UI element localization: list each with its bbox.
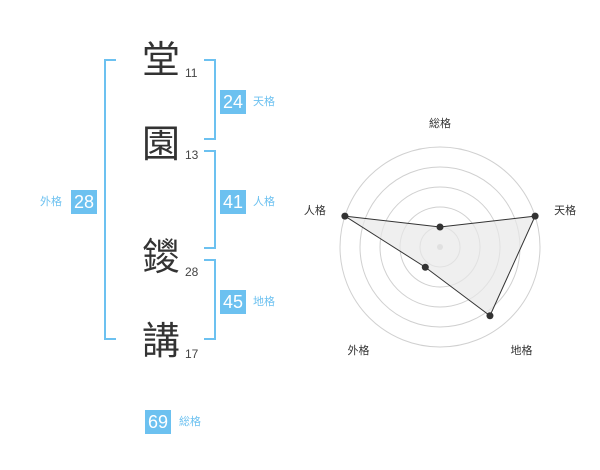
tenkaku-value-badge: 24 — [220, 90, 247, 114]
radar-axis-label-2: 天格 — [554, 203, 576, 217]
radar-point-3 — [486, 312, 494, 320]
radar-point-5 — [341, 212, 349, 220]
soukaku-label: 総格 — [179, 415, 201, 428]
gaikaku-bracket — [104, 59, 116, 340]
radar-point-4 — [421, 263, 429, 271]
radar-axis-label-5: 人格 — [304, 203, 326, 217]
radar-grid-ring — [339, 146, 541, 348]
name-char-4: 講 — [142, 319, 181, 363]
name-char-1: 堂 — [142, 38, 181, 82]
jinkaku-value-badge: 41 — [220, 190, 247, 214]
tenkaku-label: 天格 — [253, 95, 275, 108]
radar-axis-label-3: 地格 — [511, 343, 533, 357]
radar-point-1 — [436, 223, 444, 231]
radar-axis-label-4: 外格 — [347, 343, 369, 357]
stroke-count-2: 13 — [185, 148, 199, 162]
chikaku-label: 地格 — [253, 295, 275, 308]
radar-point-2 — [531, 212, 539, 220]
name-char-2: 園 — [142, 122, 181, 166]
chikaku-value-badge: 45 — [220, 290, 247, 314]
gaikaku-value-badge: 28 — [71, 190, 98, 214]
stroke-count-1: 11 — [185, 66, 198, 80]
stroke-count-4: 17 — [185, 347, 199, 361]
chikaku-bracket — [204, 259, 216, 340]
name-char-3: 鑁 — [142, 235, 181, 279]
jinkaku-bracket — [204, 150, 216, 249]
stroke-count-3: 28 — [185, 265, 199, 279]
radar-series-area — [344, 215, 536, 317]
jinkaku-label: 人格 — [253, 195, 275, 208]
gaikaku-label: 外格 — [40, 195, 62, 208]
radar-axis-label-1: 総格 — [429, 116, 451, 130]
tenkaku-bracket — [204, 59, 216, 140]
soukaku-value-badge: 69 — [145, 410, 172, 434]
